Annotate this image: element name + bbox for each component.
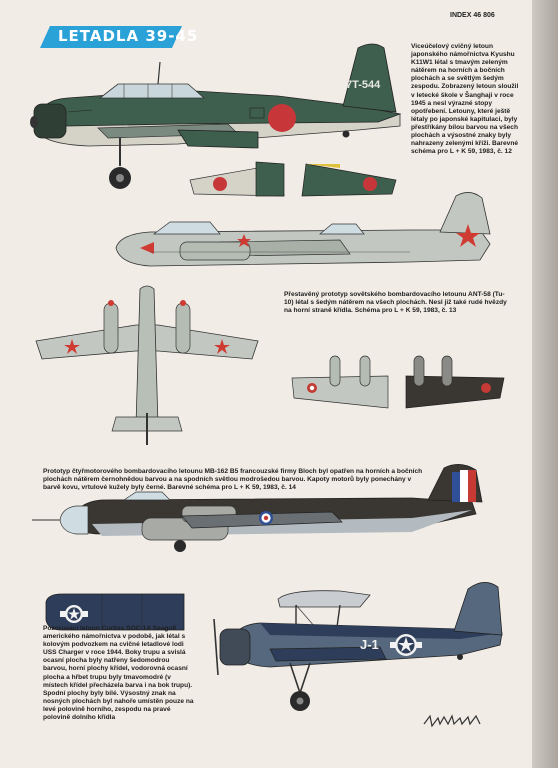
page-title: LETADLA 39-45 (58, 27, 199, 45)
ant58-wing-detail (291, 355, 505, 409)
ant58-plan-view (35, 285, 259, 445)
ant58-caption: Přestavěný prototyp sovětského bombardov… (284, 291, 507, 315)
magazine-page: LETADLA 39-45 INDEX 46 806 7T-544 (0, 0, 532, 768)
soc1a-caption: Pozorovací letoun Curtiss SOC-1A Seagull… (43, 625, 194, 722)
k11w1-tail-code: 7T-544 (346, 79, 381, 91)
soc1a-code: J-1 (360, 637, 379, 652)
index-number: INDEX 46 806 (450, 12, 495, 19)
soc1a-wing-plan (45, 593, 185, 631)
ant58-side-profile (115, 192, 491, 267)
k11w1-caption: Viceúčelový cvičný letoun japonského nám… (411, 43, 519, 156)
header-banner (40, 26, 182, 48)
artist-signature (423, 714, 481, 728)
scan-background-edge (532, 0, 558, 768)
k11w1-side-profile: 7T-544 (30, 43, 402, 189)
mb162-side-profile (32, 464, 483, 552)
k11w1-wing-plan-views (189, 161, 397, 197)
soc1a-side-profile: J-1 (213, 582, 503, 711)
mb162-caption: Prototyp čtyřmotorového bombardovacího l… (43, 468, 423, 492)
